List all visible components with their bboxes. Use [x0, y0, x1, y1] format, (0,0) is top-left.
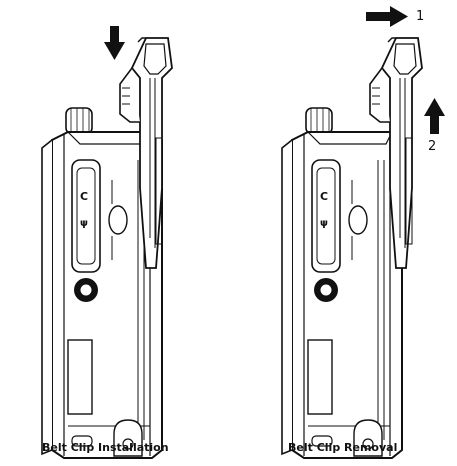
installation-caption: Belt Clip Installation	[42, 441, 169, 454]
removal-panel	[282, 6, 445, 458]
arrow-up-icon	[424, 98, 445, 134]
removal-caption: Belt Clip Removal	[288, 441, 397, 454]
radio-illustration	[282, 108, 402, 458]
installation-panel	[42, 26, 172, 458]
step-number-two: 2	[428, 139, 436, 154]
step-number-one: 1	[416, 9, 424, 24]
arrow-right-icon	[366, 6, 408, 27]
arrow-down-icon	[104, 26, 125, 60]
